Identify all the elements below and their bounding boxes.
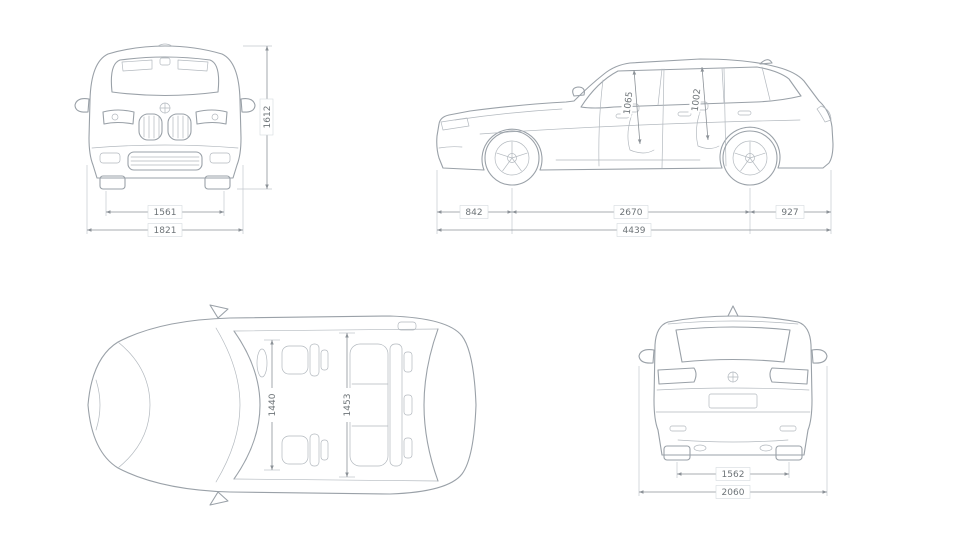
kidney-grille [138, 113, 192, 141]
license-plate-recess [708, 393, 758, 409]
dim-rear-headroom: 1002 [691, 88, 704, 112]
dim-length-label: 4439 [616, 223, 652, 237]
air-intake [127, 151, 203, 171]
dim-rear-interior-width: 1453 [343, 394, 353, 417]
dim-rear-overhang: 927 [781, 208, 798, 218]
dim-front-width: 1821 [154, 226, 177, 236]
dim-rear-width-label: 2060 [715, 485, 751, 499]
dim-front-headroom-label: 1065 [620, 88, 636, 118]
front-right-wheel [204, 175, 231, 190]
left-exhaust [693, 444, 707, 452]
bmw-roundel [159, 102, 171, 114]
rear-bmw-roundel [727, 371, 739, 383]
dim-rear-interior-width-label: 1453 [340, 388, 353, 422]
dim-front-track-label: 1561 [147, 205, 183, 219]
antenna-fin [759, 59, 773, 65]
right-foglight [209, 152, 231, 164]
rear-antenna-fin [727, 305, 739, 317]
dim-front-height-label: 1612 [259, 98, 274, 136]
dim-front-interior-width-label: 1440 [265, 388, 278, 422]
dim-front-interior-width: 1440 [268, 393, 278, 416]
dim-rear-headroom-label: 1002 [688, 85, 704, 115]
right-mirror [240, 98, 256, 113]
driver-seat [281, 343, 329, 377]
dim-front-height: 1612 [263, 106, 273, 129]
rear-right-wheel [775, 445, 803, 461]
side-mirror [572, 86, 585, 97]
dim-front-width-label: 1821 [147, 223, 183, 237]
rear-left-mirror [638, 349, 655, 364]
front-left-wheel [99, 175, 126, 190]
dim-front-track: 1561 [154, 208, 177, 218]
side-interior-dimensions: 1065 1002 [620, 66, 710, 145]
windshield [110, 56, 220, 97]
front-wheel [484, 130, 540, 186]
rear-right-mirror [811, 349, 828, 364]
right-exhaust [759, 444, 773, 452]
rear-view: 1562 2060 [638, 305, 828, 499]
top-car-art [87, 304, 477, 506]
dim-length: 4439 [623, 226, 646, 236]
left-mirror [74, 98, 90, 113]
rear-dimensions: 1562 2060 [638, 366, 828, 499]
steering-wheel [256, 348, 268, 378]
rear-wheel [722, 130, 778, 186]
dim-front-overhang-label: 842 [459, 205, 489, 219]
dim-rear-overhang-label: 927 [775, 205, 805, 219]
top-left-mirror [209, 304, 229, 319]
top-dimensions: 1440 1453 [264, 332, 355, 478]
passenger-seat [281, 433, 329, 467]
dim-front-overhang: 842 [465, 208, 482, 218]
glasshouse [580, 66, 802, 109]
rear-bench [349, 343, 413, 467]
left-headlight [102, 109, 135, 125]
side-view: 1065 1002 842 2670 927 [436, 58, 834, 237]
right-taillight [769, 367, 809, 385]
left-taillight [657, 367, 697, 385]
rear-car-art [638, 305, 828, 461]
rear-left-wheel [663, 445, 691, 461]
top-right-mirror [209, 491, 229, 506]
dim-wheelbase-label: 2670 [613, 205, 649, 219]
dim-rear-track: 1562 [722, 470, 745, 480]
roof-antenna [397, 321, 417, 331]
rear-window [675, 326, 791, 363]
top-view: 1440 1453 [87, 304, 477, 506]
front-car-art [74, 43, 256, 190]
left-foglight [99, 152, 121, 164]
side-dimensions: 842 2670 927 4439 [436, 170, 832, 237]
taillight [816, 105, 832, 123]
front-dimensions: 1561 1821 1612 [86, 45, 274, 237]
dim-wheelbase: 2670 [620, 208, 643, 218]
rearview-mirror [159, 57, 171, 66]
right-headlight [195, 109, 228, 125]
front-view: 1561 1821 1612 [74, 43, 274, 237]
dim-front-headroom: 1065 [623, 91, 636, 115]
dim-rear-track-label: 1562 [715, 467, 751, 481]
dim-rear-width: 2060 [722, 488, 745, 498]
